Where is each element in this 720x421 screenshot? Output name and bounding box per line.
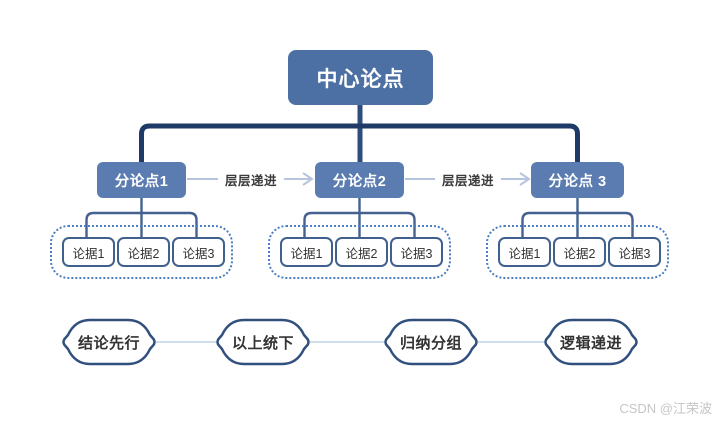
group2-bracket-connector	[303, 211, 416, 238]
evidence-box: 论据3	[390, 237, 443, 267]
evidence-group-1: 论据1 论据2 论据3	[50, 225, 233, 279]
evidence-group-2: 论据1 论据2 论据3	[268, 225, 451, 279]
rounded-hexagon-shape	[62, 318, 156, 366]
principle-node-3: 归纳分组	[384, 316, 478, 368]
evidence-box: 论据3	[172, 237, 225, 267]
arrow-right-icon	[519, 172, 531, 186]
central-argument-node: 中心论点	[288, 50, 433, 105]
rounded-hexagon-shape	[544, 318, 638, 366]
watermark: CSDN @江荣波	[619, 401, 712, 416]
principle-label: 归纳分组	[399, 334, 462, 352]
group3-bracket-connector	[521, 211, 634, 238]
evidence-box: 论据3	[608, 237, 661, 267]
principle-node-2: 以上统下	[216, 316, 310, 368]
progression-label-1: 层层递进	[218, 170, 284, 188]
evidence-box: 论据1	[498, 237, 551, 267]
group1-bracket-connector	[85, 211, 198, 238]
evidence-box: 论据2	[335, 237, 388, 267]
progression-label-2: 层层递进	[435, 170, 501, 188]
evidence-box: 论据2	[117, 237, 170, 267]
sub-point-node-1: 分论点1	[97, 162, 186, 198]
principle-label: 结论先行	[77, 334, 140, 352]
evidence-box: 论据2	[553, 237, 606, 267]
principle-label: 以上统下	[231, 334, 294, 352]
rounded-hexagon-shape	[216, 318, 310, 366]
rounded-hexagon-shape	[384, 318, 478, 366]
trunk-connector	[139, 123, 580, 166]
sub-point-node-2: 分论点2	[315, 162, 404, 198]
arrow-right-icon	[302, 172, 314, 186]
evidence-box: 论据1	[62, 237, 115, 267]
evidence-box: 论据1	[280, 237, 333, 267]
principle-node-4: 逻辑递进	[544, 316, 638, 368]
principle-label: 逻辑递进	[559, 334, 622, 352]
sub-point-node-3: 分论点 3	[531, 162, 624, 198]
evidence-group-3: 论据1 论据2 论据3	[486, 225, 669, 279]
principle-node-1: 结论先行	[62, 316, 156, 368]
